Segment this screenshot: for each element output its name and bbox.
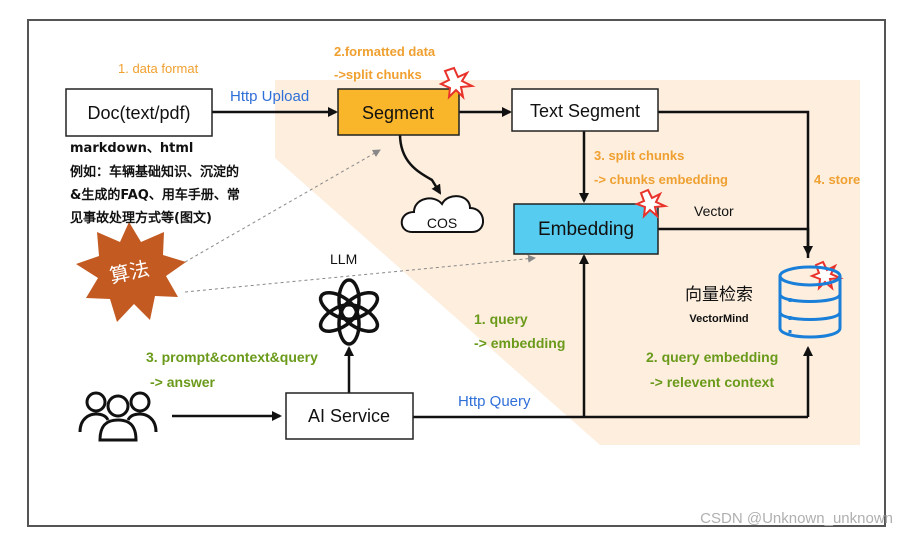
text-segment-node bbox=[511, 88, 659, 132]
doc-note-line: &生成的FAQ、用车手册、常 bbox=[70, 187, 240, 203]
star-icon bbox=[634, 188, 669, 219]
edge-store bbox=[658, 110, 813, 256]
embedding-node bbox=[513, 203, 659, 255]
label-split-chunks: ->split chunks bbox=[334, 67, 422, 82]
doc-node bbox=[65, 88, 213, 137]
star-icon bbox=[438, 66, 476, 101]
highlight-region bbox=[275, 80, 860, 445]
label-query: 1. query bbox=[474, 311, 528, 327]
label-query-embedding: -> embedding bbox=[474, 335, 565, 351]
watermark: CSDN @Unknown_unknown bbox=[700, 510, 893, 527]
label-vector: Vector bbox=[694, 203, 734, 219]
label-answer: -> answer bbox=[150, 374, 216, 390]
label-chunks-embedding: -> chunks embedding bbox=[594, 172, 728, 187]
embedding-node-label: Embedding bbox=[538, 219, 634, 240]
label-http-upload: Http Upload bbox=[230, 88, 309, 105]
edge-vector bbox=[658, 227, 810, 258]
cloud-icon bbox=[400, 195, 484, 233]
doc-node-label: Doc(text/pdf) bbox=[87, 103, 190, 123]
doc-note-line: markdown、html bbox=[70, 141, 193, 156]
edge-algo-segment bbox=[184, 149, 381, 263]
label-data-format: 1. data format bbox=[118, 61, 199, 76]
label-split-chunks-step: 3. split chunks bbox=[594, 148, 684, 163]
segment-node-label: Segment bbox=[362, 103, 434, 123]
label-store: 4. store bbox=[814, 172, 860, 187]
users-icon bbox=[78, 391, 158, 442]
llm-icon bbox=[318, 278, 380, 346]
ai-service-node-label: AI Service bbox=[308, 406, 390, 426]
label-http-query: Http Query bbox=[458, 393, 531, 410]
segment-node bbox=[337, 88, 460, 136]
text-segment-node-label: Text Segment bbox=[530, 101, 640, 121]
doc-note-line: 例如：车辆基础知识、沉淀的 bbox=[70, 164, 239, 180]
label-formatted-data: 2.formatted data bbox=[334, 44, 436, 59]
label-relevent-context: -> relevent context bbox=[650, 374, 774, 390]
doc-note-line: 见事故处理方式等(图文) bbox=[70, 210, 212, 226]
vector-db-name: VectorMind bbox=[689, 313, 748, 325]
database-icon bbox=[778, 265, 842, 339]
ai-service-node bbox=[285, 392, 414, 440]
vector-db-title: 向量检索 bbox=[685, 285, 753, 305]
algorithm-star-icon bbox=[76, 222, 186, 322]
label-llm: LLM bbox=[330, 251, 357, 267]
edge-algo-embedding bbox=[184, 254, 536, 293]
cos-label: COS bbox=[427, 215, 457, 231]
label-query-embedding-step: 2. query embedding bbox=[646, 349, 778, 365]
label-prompt: 3. prompt&context&query bbox=[146, 349, 318, 365]
edge-segment-cos bbox=[398, 133, 442, 195]
